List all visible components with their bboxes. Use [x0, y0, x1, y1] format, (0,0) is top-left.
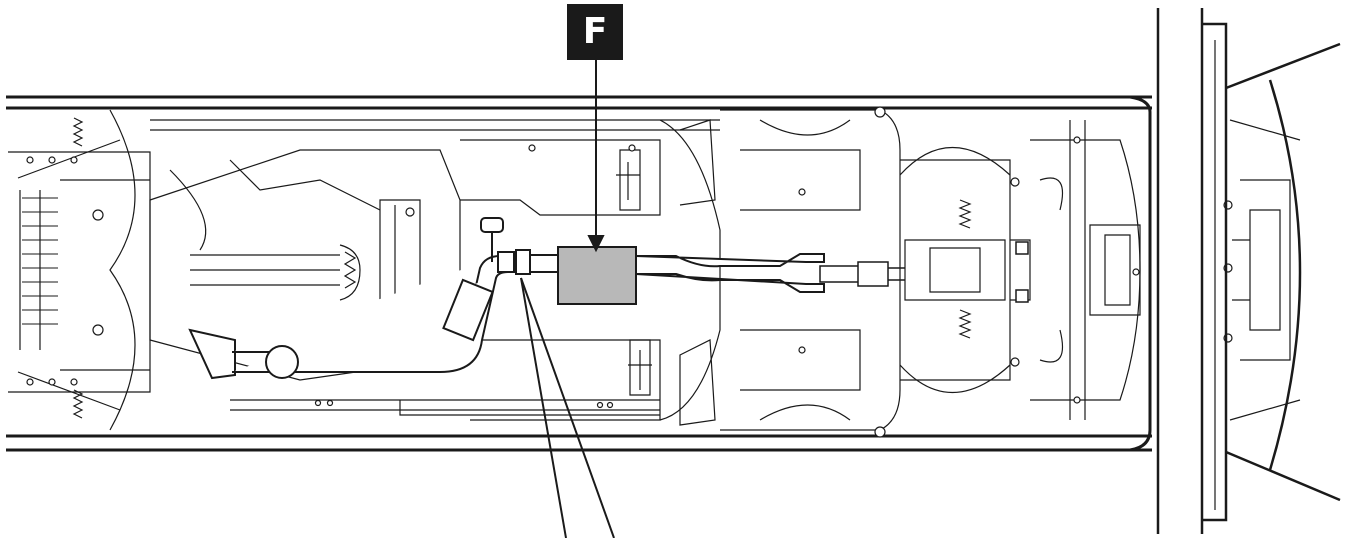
- callout-f-label-box: F: [567, 4, 623, 60]
- rear-bumper-inset: [1200, 8, 1341, 534]
- frame-rails: [6, 95, 1152, 452]
- callout-f-label: F: [582, 11, 608, 52]
- mounting-bolts: [26, 106, 1140, 438]
- highlighted-muffler: [557, 246, 637, 305]
- underbody-chassis: [8, 109, 1141, 431]
- callout-lines: [520, 60, 615, 538]
- exhaust-system: [188, 217, 825, 380]
- driveshaft: [819, 241, 1029, 303]
